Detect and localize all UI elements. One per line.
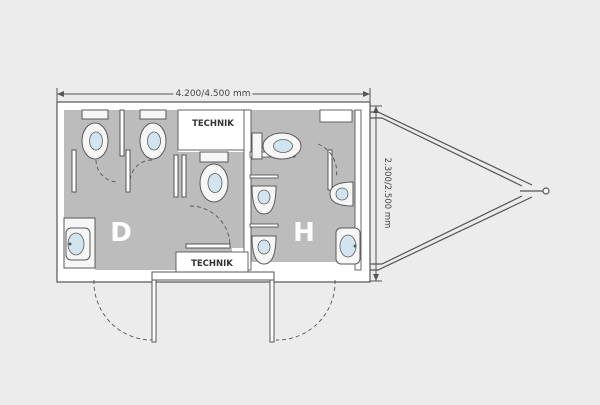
toilet-men <box>251 132 302 160</box>
toilet-tank <box>81 109 109 120</box>
toilet-stall-3 <box>199 151 229 203</box>
women-room-label: D <box>110 218 132 248</box>
sink-men <box>335 227 361 265</box>
toilet-stall-1 <box>81 109 109 160</box>
toilet-tank <box>199 151 229 163</box>
height-dimension <box>370 105 382 282</box>
entrance-frame <box>151 271 275 281</box>
urinals <box>251 181 354 265</box>
toilet-tank <box>251 132 263 160</box>
entrance-doors <box>151 277 275 343</box>
width-dimension-label: 4.200/4.500 mm <box>176 89 251 99</box>
toilet-tank <box>139 109 167 120</box>
door-swings <box>93 143 338 341</box>
height-dimension-label: 2.300/2.500 mm <box>382 158 392 229</box>
width-dimension <box>56 88 371 102</box>
technik-bottom-label: TECHNIK <box>191 259 233 269</box>
faucet-icon <box>353 244 357 248</box>
stall-dividers <box>71 109 333 249</box>
sink-women <box>63 217 96 269</box>
men-room-label: H <box>293 218 315 248</box>
technik-top-label: TECHNIK <box>192 119 234 129</box>
faucet-icon <box>68 242 72 246</box>
toilet-stall-2 <box>139 109 167 160</box>
